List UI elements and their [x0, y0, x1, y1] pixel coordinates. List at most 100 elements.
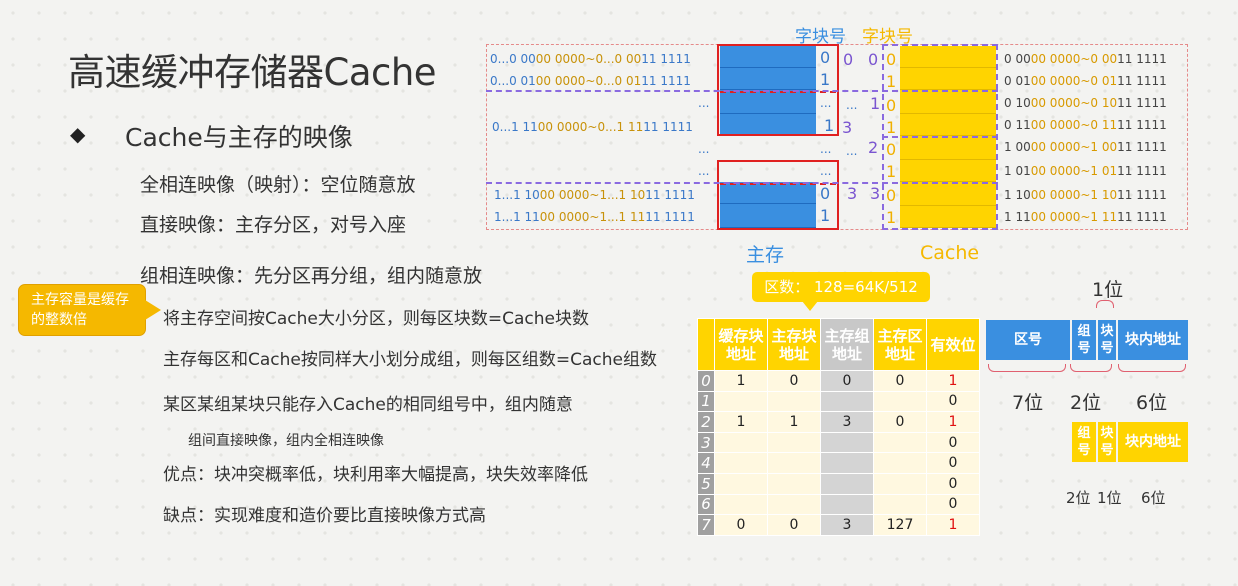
- block-num: 1: [820, 70, 831, 89]
- table-cell: 1: [926, 370, 980, 392]
- text-disadvantages: 缺点：实现难度和造价要比直接映像方式高: [163, 506, 486, 526]
- text-zone-sets: 主存每区和Cache按同样大小划分成组，则每区组数=Cache组数: [163, 350, 657, 370]
- table-cell: 1: [767, 411, 821, 433]
- table-cell: [820, 472, 874, 495]
- row-index: 4: [697, 452, 715, 474]
- zone-box: [717, 160, 839, 230]
- table-cell: [873, 493, 927, 516]
- cache-block-num: 0: [886, 186, 897, 205]
- table-cell: [767, 452, 821, 474]
- ellipsis: ...: [698, 96, 710, 110]
- cache-addr-row: 0 1000 0000~0 1011 1111: [1004, 96, 1167, 110]
- block-num: 1: [824, 116, 835, 135]
- table-cell: 0: [767, 370, 821, 392]
- zone-count-tag: 区数： 128=64K/512: [752, 272, 930, 302]
- text-set-associative: 组相连映像：先分区再分组，组内随意放: [140, 265, 483, 287]
- main-memory-block: [720, 182, 816, 204]
- table-cell: 0: [873, 370, 927, 392]
- bits-set: 2位: [1070, 392, 1102, 414]
- table-cell: [767, 493, 821, 516]
- ellipsis: ...: [820, 164, 832, 178]
- cache-set-num: 0: [868, 50, 879, 69]
- cache-addr-row: 1 0000 0000~1 0011 1111: [1004, 140, 1167, 154]
- cache-set-num: 3: [870, 184, 881, 203]
- table-cell: 0: [926, 493, 980, 516]
- table-cell: [714, 390, 768, 413]
- cache-field-offset: 块内地址: [1118, 422, 1188, 462]
- field-offset: 块内地址: [1118, 320, 1188, 360]
- ellipsis: ...: [698, 142, 710, 156]
- th-cache-block: 缓存块地址: [714, 318, 768, 371]
- set-divider: [486, 90, 878, 92]
- section-heading: Cache与主存的映像: [125, 123, 353, 152]
- brace: [1070, 364, 1112, 372]
- text-direct-mapping: 直接映像：主存分区，对号入座: [140, 214, 407, 236]
- field-set: 组号: [1072, 320, 1096, 360]
- cache-block: [900, 206, 996, 228]
- ellipsis: ...: [820, 142, 832, 156]
- brace: [1096, 300, 1114, 308]
- cache-set-num: 2: [868, 138, 879, 157]
- set-divider: [486, 182, 878, 184]
- cache-set-divider: [882, 182, 998, 184]
- table-cell: 0: [926, 452, 980, 474]
- table-cell: 1: [926, 411, 980, 433]
- table-cell: [820, 390, 874, 413]
- table-cell: [873, 431, 927, 454]
- table-cell: [873, 390, 927, 413]
- cache-block: [900, 160, 996, 182]
- text-inter-intra: 组间直接映像，组内全相连映像: [188, 433, 384, 449]
- th-valid: 有效位: [926, 318, 980, 371]
- cache-block: [900, 68, 996, 90]
- text-zone-blocks: 将主存空间按Cache大小分区，则每区块数=Cache块数: [163, 309, 589, 329]
- th-main-zone: 主存区地址: [873, 318, 927, 371]
- main-addr-row: 0...1 1100 0000~0...1 1111 1111: [492, 120, 693, 134]
- main-addr-row: 1...1 1000 0000~1...1 1011 1111: [494, 188, 695, 202]
- table-cell: 0: [926, 431, 980, 454]
- th-main-block: 主存块地址: [767, 318, 821, 371]
- table-cell: 1: [926, 514, 980, 536]
- table-cell: [820, 431, 874, 454]
- main-memory-block: [720, 46, 816, 68]
- cache-addr-row: 0 0000 0000~0 0011 1111: [1004, 52, 1167, 66]
- cache-block-num: 1: [886, 162, 897, 181]
- ellipsis: ...: [698, 164, 710, 178]
- main-addr-row: 0...0 0000 0000~0...0 0011 1111: [490, 52, 691, 66]
- label-main-memory: 主存: [746, 244, 785, 266]
- table-cell: 3: [820, 411, 874, 433]
- cache-block: [900, 46, 996, 68]
- ellipsis: ...: [846, 144, 858, 158]
- table-cell: [714, 431, 768, 454]
- group-divider: [720, 91, 836, 93]
- callout-bubble: 主存容量是缓存的整数倍: [18, 284, 146, 336]
- main-memory-block: [720, 90, 816, 114]
- bullet-icon: ◆: [70, 122, 86, 146]
- table-cell: [767, 390, 821, 413]
- table-cell: 1: [714, 411, 768, 433]
- cache-set-num: 1: [870, 94, 881, 113]
- row-index: 5: [697, 472, 715, 495]
- set-num: 0: [843, 50, 854, 69]
- table-cell: [714, 472, 768, 495]
- row-index: 3: [697, 431, 715, 454]
- table-cell: 0: [873, 411, 927, 433]
- group-divider: [720, 183, 836, 185]
- label-cache: Cache: [920, 242, 980, 264]
- slide-title: 高速缓冲存储器Cache: [68, 51, 437, 94]
- cache-bits-block: 1位: [1097, 489, 1122, 507]
- cache-block: [900, 136, 996, 160]
- main-memory-block: [720, 68, 816, 90]
- cache-addr-row: 1 1100 0000~1 1111 1111: [1004, 210, 1167, 224]
- cache-bits-offset: 6位: [1141, 489, 1166, 507]
- bits-zone: 7位: [1012, 392, 1044, 414]
- set-num: 3: [847, 184, 858, 203]
- cache-addr-row: 0 1100 0000~0 1111 1111: [1004, 118, 1167, 132]
- cache-block: [900, 90, 996, 114]
- block-num: 0: [820, 184, 831, 203]
